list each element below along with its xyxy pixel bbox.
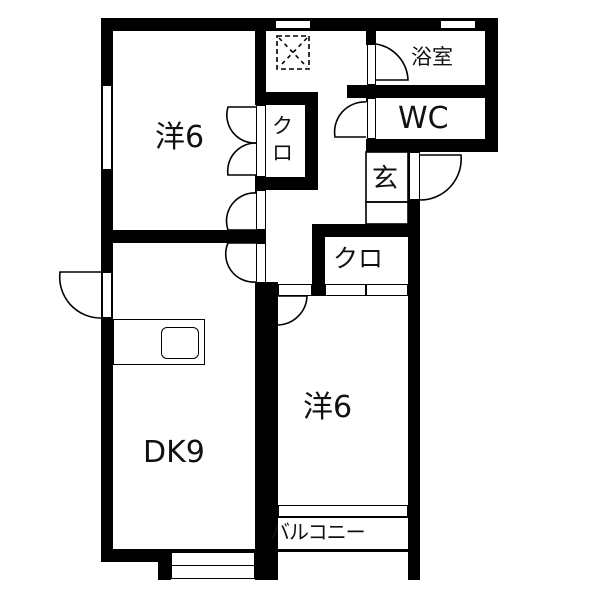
entrance-label: 玄 [372, 164, 399, 194]
dk-label: DK9 [143, 435, 205, 470]
wall-bath-wc-divider [347, 85, 498, 98]
wall-closet1-right [305, 92, 318, 190]
wall-room2-right [408, 140, 420, 580]
window-dk-bottom-2 [171, 565, 255, 579]
balcony-area [266, 517, 420, 550]
balcony-label: バルコニー [270, 520, 366, 544]
closet2-door-left [325, 284, 366, 296]
room2-label: 洋6 [303, 390, 353, 425]
balcony-rail-bottom [266, 550, 420, 552]
wall-wc-bottom [366, 139, 498, 152]
wc-door-frame [367, 98, 376, 139]
dk-door-frame [256, 243, 266, 283]
closet2-door-right [366, 284, 408, 296]
kitchen-sink-icon [161, 327, 199, 359]
window-dk-bottom [171, 552, 255, 566]
balcony-railing-top [278, 505, 408, 517]
wall-room1-right [255, 18, 266, 100]
wall-closet2-left [312, 224, 325, 296]
window-room1-left [102, 85, 112, 170]
wall-room1-dk-divider [101, 230, 266, 243]
wall-closet1-top [255, 92, 318, 105]
wall-bath-left [366, 31, 376, 45]
window-top-bath [440, 20, 476, 29]
washing-machine-space-icon [276, 35, 310, 70]
wall-closet2-top [312, 224, 420, 237]
closet1-label-2: ロ [272, 141, 293, 165]
room1-label: 洋6 [155, 120, 205, 155]
wall-room2-left [266, 282, 278, 580]
wall-closet1-bottom [255, 177, 318, 190]
bath-door-frame [367, 44, 376, 85]
window-dk-door [102, 272, 112, 318]
entrance-door-frame [409, 152, 420, 200]
kitchen-counter [113, 319, 205, 365]
wall-dk-bottom-step [158, 549, 171, 580]
bath-label: 浴室 [411, 45, 453, 69]
window-top-hall [275, 20, 311, 29]
room2-door-frame [278, 284, 312, 296]
closet2-label: クロ [333, 244, 384, 273]
wall-dk-right [255, 282, 266, 580]
closet1-label-1: ク [272, 114, 293, 138]
closet1-door-frame [256, 105, 266, 177]
room1-door-frame [256, 190, 266, 230]
wc-label: WC [398, 101, 449, 136]
